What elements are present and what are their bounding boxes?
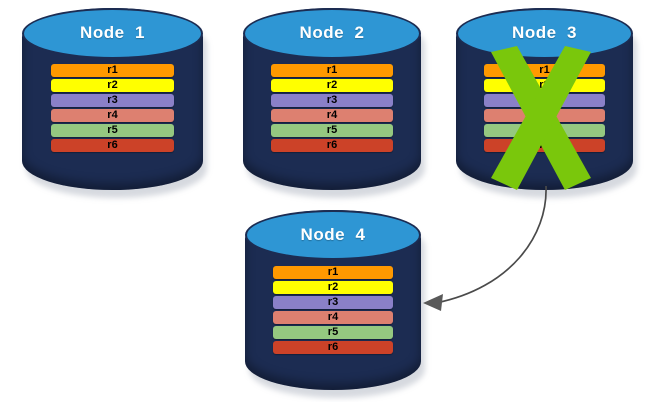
- row-item[interactable]: r6: [273, 340, 393, 354]
- row-item[interactable]: r4: [484, 109, 605, 123]
- row-item[interactable]: r6: [50, 139, 175, 153]
- row-item[interactable]: r2: [273, 280, 393, 294]
- row-item[interactable]: r6: [484, 139, 605, 153]
- row-list: r1 r2 r3 r4 r5 r6: [484, 64, 605, 153]
- node-3[interactable]: Node 3 r1 r2 r3 r4 r5 r6: [456, 8, 637, 198]
- row-item[interactable]: r5: [50, 124, 175, 138]
- node-4[interactable]: Node 4 r1 r2 r3 r4 r5 r6: [245, 210, 425, 398]
- row-item[interactable]: r4: [273, 310, 393, 324]
- row-list: r1 r2 r3 r4 r5 r6: [273, 265, 393, 354]
- node-label: Node 4: [300, 225, 366, 245]
- row-item[interactable]: r4: [271, 109, 393, 123]
- arrow-path: [435, 185, 547, 304]
- row-item[interactable]: r3: [273, 295, 393, 309]
- row-item[interactable]: r1: [271, 64, 393, 78]
- node-label: Node 3: [512, 23, 577, 43]
- row-item[interactable]: r3: [50, 94, 175, 108]
- row-item[interactable]: r2: [271, 79, 393, 93]
- cylinder-top: [22, 8, 203, 59]
- row-item[interactable]: r5: [484, 124, 605, 138]
- row-item[interactable]: r1: [484, 64, 605, 78]
- row-list: r1 r2 r3 r4 r5 r6: [271, 64, 393, 153]
- row-list: r1 r2 r3 r4 r5 r6: [50, 64, 175, 153]
- row-item[interactable]: r6: [271, 139, 393, 153]
- row-item[interactable]: r3: [484, 94, 605, 108]
- cylinder-top: [245, 210, 421, 261]
- arrow-head-icon: [423, 294, 443, 311]
- row-item[interactable]: r1: [273, 265, 393, 279]
- row-item[interactable]: r1: [50, 64, 175, 78]
- row-item[interactable]: r4: [50, 109, 175, 123]
- node-2[interactable]: Node 2 r1 r2 r3 r4 r5 r6: [243, 8, 425, 198]
- node-1[interactable]: Node 1 r1 r2 r3 r4 r5 r6: [22, 8, 207, 198]
- row-item[interactable]: r2: [50, 79, 175, 93]
- row-item[interactable]: r3: [271, 94, 393, 108]
- node-label: Node 1: [80, 23, 145, 43]
- row-item[interactable]: r5: [271, 124, 393, 138]
- row-item[interactable]: r5: [273, 325, 393, 339]
- cylinder-top: [243, 8, 421, 59]
- row-item[interactable]: r2: [484, 79, 605, 93]
- node-label: Node 2: [299, 23, 365, 43]
